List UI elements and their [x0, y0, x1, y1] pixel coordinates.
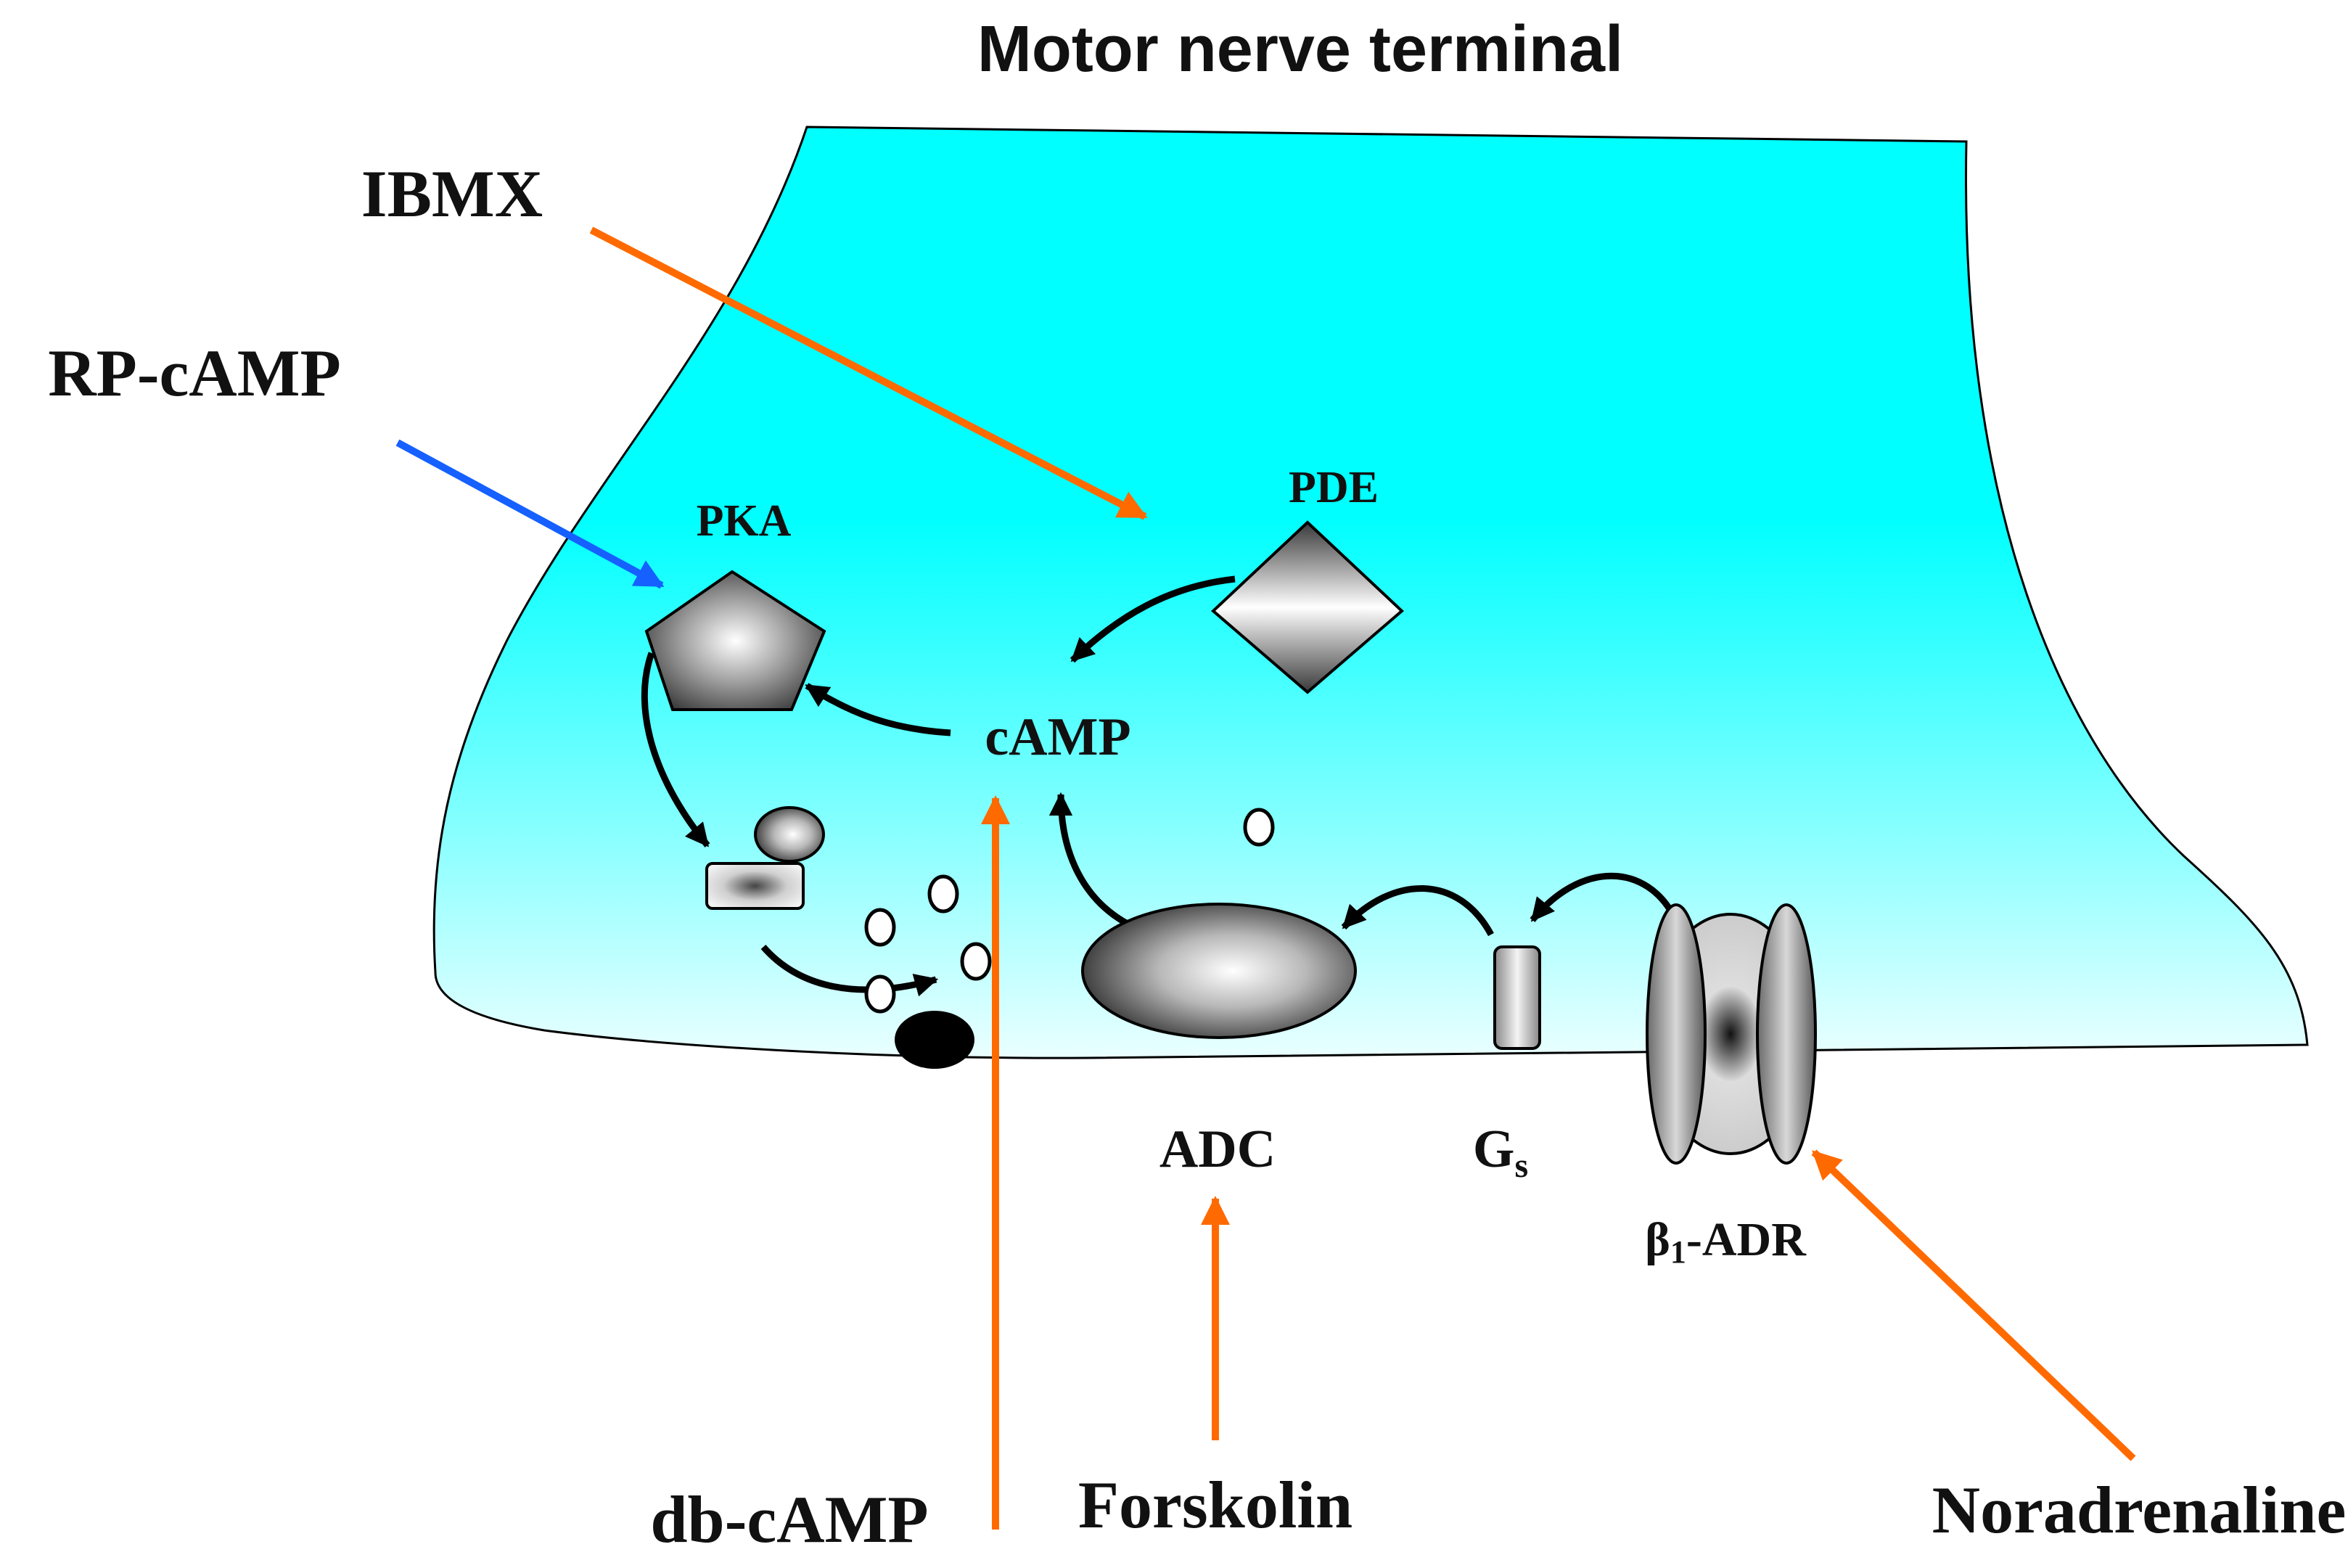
release-site: [895, 1011, 974, 1069]
adc-label: ADC: [1159, 1120, 1276, 1179]
pka-to-target-arrow: [641, 652, 710, 847]
pde-diamond: [1211, 520, 1404, 694]
gs-to-adc-arrow: [1341, 884, 1494, 937]
beta1-adr-receptor: [1646, 903, 1817, 1165]
target-to-vesicle-arrow: [760, 945, 939, 997]
title: Motor nerve terminal: [977, 13, 1623, 86]
target-protein-box: [705, 862, 805, 910]
camp-label: cAMP: [985, 707, 1130, 767]
ibmx-label: IBMX: [361, 157, 543, 231]
ibmx-arrow: [589, 226, 1148, 520]
beta1-adr-label: β1-ADR: [1645, 1213, 1807, 1270]
rp-camp-label: RP-cAMP: [48, 336, 341, 410]
adc-to-camp-arrow: [1048, 792, 1139, 932]
vesicle: [1243, 808, 1275, 847]
pka-pentagon: [644, 570, 826, 711]
gs-subscript: s: [1514, 1146, 1528, 1185]
rp-camp-arrow: [395, 439, 665, 589]
vesicle: [927, 874, 959, 914]
camp-to-pka-arrow: [805, 683, 951, 736]
vesicle: [960, 942, 992, 981]
adr-subscript: 1: [1670, 1234, 1686, 1270]
noradrenaline-label: Noradrenaline: [1932, 1473, 2347, 1547]
target-protein-cap: [754, 806, 825, 863]
noradrenaline-arrow: [1811, 1149, 2136, 1461]
pka-label: PKA: [697, 496, 792, 546]
gs-protein: [1493, 945, 1541, 1050]
adr-beta: β: [1645, 1213, 1670, 1266]
forskolin-label: Forskolin: [1078, 1468, 1352, 1542]
adc-enzyme: [1081, 903, 1357, 1039]
gs-label: Gs: [1473, 1120, 1528, 1185]
gs-main: G: [1473, 1120, 1515, 1179]
db-camp-label: db-cAMP: [650, 1482, 928, 1556]
vesicle: [864, 908, 896, 947]
vesicle: [864, 974, 896, 1014]
adr-rest: -ADR: [1686, 1213, 1807, 1266]
adr-to-gs-arrow: [1530, 872, 1678, 922]
pde-label: PDE: [1289, 463, 1379, 512]
pde-to-camp-arrow: [1070, 575, 1236, 663]
